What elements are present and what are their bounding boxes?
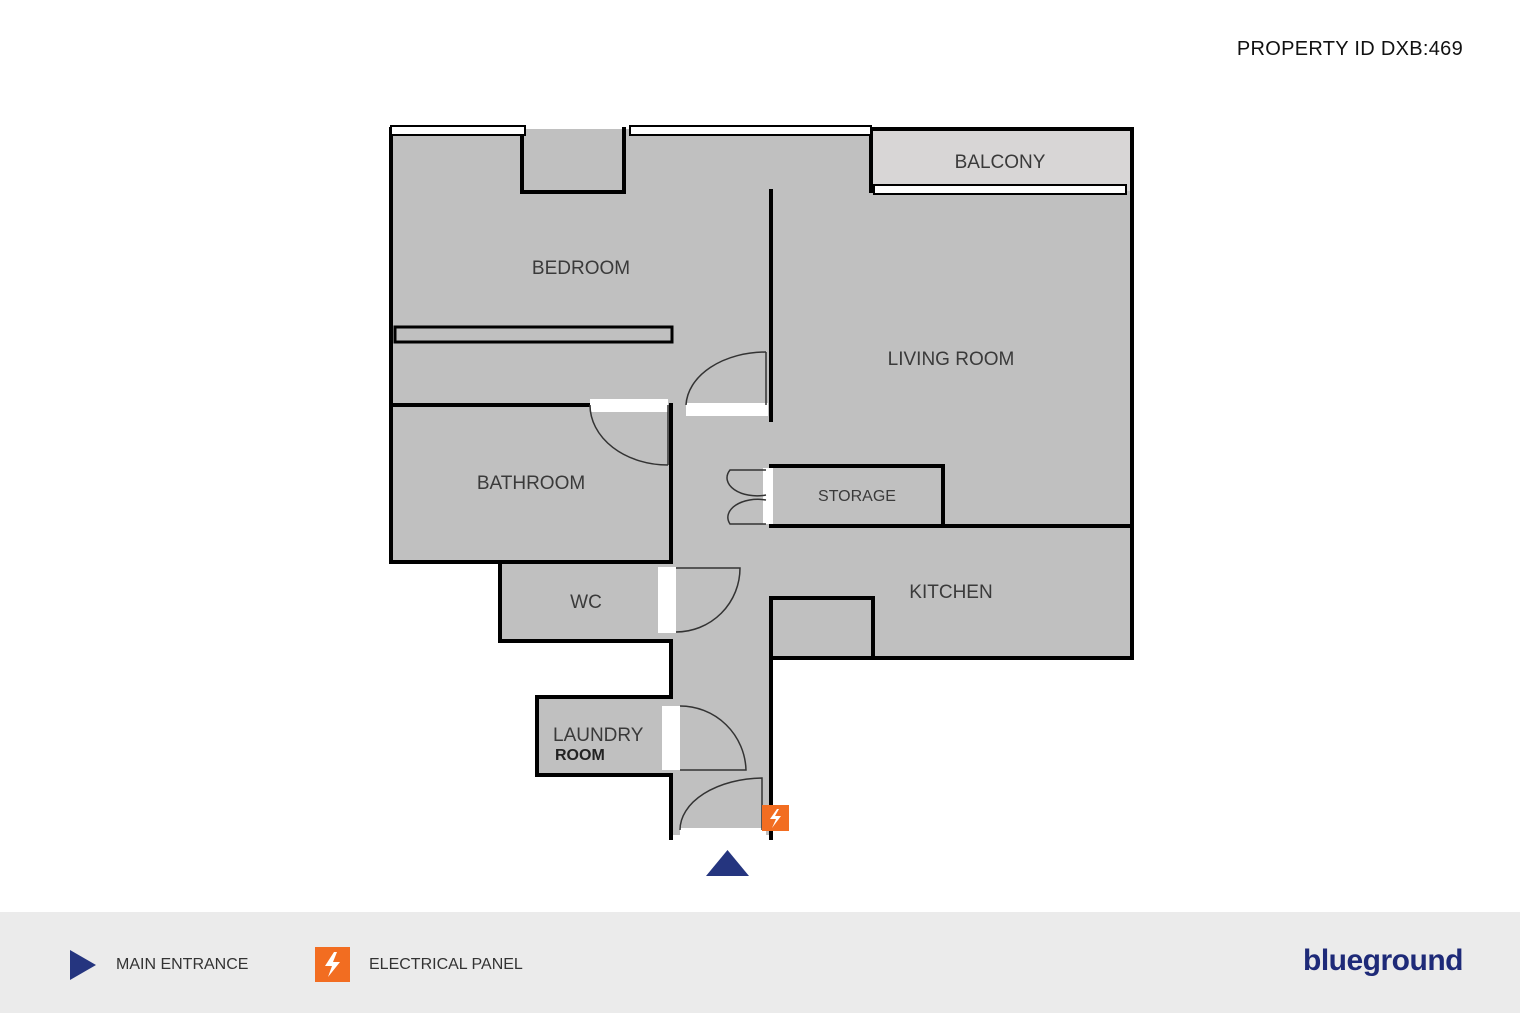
wc-area [500, 562, 671, 641]
lightning-icon [315, 947, 350, 982]
room-label-wc: WC [570, 592, 602, 613]
room-label-bathroom: BATHROOM [477, 473, 585, 494]
balcony-area [871, 129, 1132, 191]
legend-main-entrance: MAIN ENTRANCE [70, 950, 248, 980]
hallway-area [671, 405, 771, 835]
room-label-kitchen: KITCHEN [909, 582, 992, 603]
room-label-balcony: BALCONY [955, 152, 1046, 173]
property-id: PROPERTY ID DXB:469 [1236, 38, 1463, 60]
legend-electrical-panel: ELECTRICAL PANEL [315, 947, 523, 982]
windows [390, 125, 1127, 195]
room-label-storage: STORAGE [818, 488, 896, 505]
walls [389, 127, 1134, 840]
door-openings [590, 399, 773, 838]
room-label-living-room: LIVING ROOM [888, 349, 1015, 370]
laundry-area [537, 697, 671, 775]
room-label-bedroom: BEDROOM [532, 258, 630, 279]
legend-electrical-panel-label: ELECTRICAL PANEL [369, 955, 523, 973]
electrical-panel-marker [762, 805, 789, 831]
floor-areas [391, 129, 1132, 835]
kitchen-area [771, 526, 1132, 658]
brand-logo: blueground [1303, 944, 1463, 977]
living-room-area [771, 191, 1132, 526]
legend-main-entrance-label: MAIN ENTRANCE [116, 956, 249, 973]
door-swings [589, 351, 767, 831]
triangle-icon [70, 950, 96, 980]
room-label-laundry-room: ROOM [555, 747, 605, 764]
floor-plan: BALCONY BEDROOM LIVING ROOM BATHROOM STO… [389, 125, 1134, 876]
room-label-laundry: LAUNDRY [553, 725, 644, 746]
legend-bar: MAIN ENTRANCE ELECTRICAL PANEL bluegroun… [0, 912, 1520, 1013]
bathroom-area [391, 405, 671, 562]
main-entrance-marker [706, 850, 749, 876]
wardrobe [393, 325, 674, 344]
